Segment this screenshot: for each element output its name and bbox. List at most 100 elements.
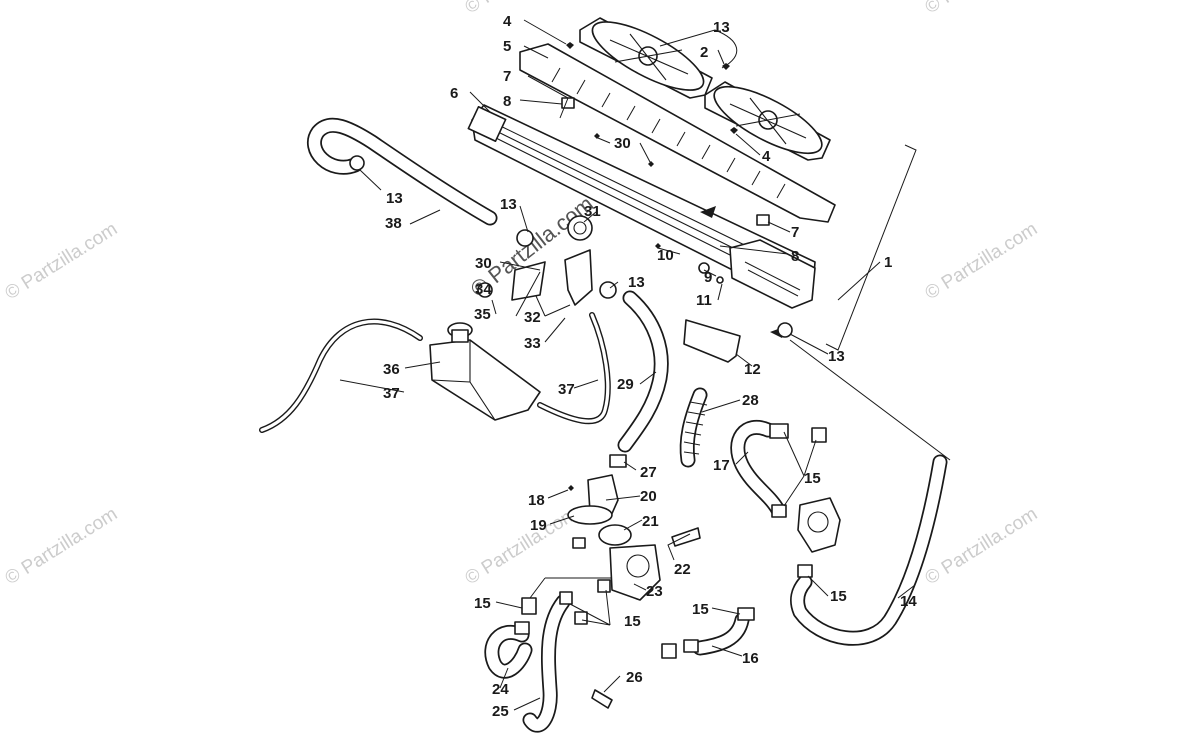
callout-25: 25: [492, 703, 509, 720]
callout-15-right-lower: 15: [830, 588, 847, 605]
clamp-15-b: [597, 579, 611, 593]
callout-13-left: 13: [500, 196, 517, 213]
callout-30-lower: 30: [475, 255, 492, 272]
callout-23: 23: [646, 583, 663, 600]
callout-18: 18: [528, 492, 545, 509]
watermark-text: © Partzilla.com: [2, 219, 122, 305]
clamp-13-left: [516, 229, 534, 247]
callout-28: 29: [617, 376, 634, 393]
clip-26: [591, 689, 613, 709]
clamp-15-d: [771, 504, 787, 518]
callout-20: 20: [640, 488, 657, 505]
watermark-text: © Partzilla.com: [922, 504, 1042, 590]
watermark-text: © Partzilla.com: [2, 504, 122, 590]
callout-29: 28: [742, 392, 759, 409]
radiator-cap-31: [567, 215, 593, 241]
callout-24: 24: [492, 681, 509, 698]
callout-13-right: 13: [828, 348, 845, 365]
callout-5: 5: [503, 38, 511, 55]
callout-4-lower: 4: [762, 148, 771, 165]
watermark-text: © Partzilla.com: [922, 219, 1042, 305]
watermark-text: © Partzilla.com: [922, 0, 1042, 18]
clamp-13-right: [777, 322, 793, 338]
callout-2: 2: [700, 44, 708, 61]
fitting-15-top: [811, 427, 827, 443]
callout-32: 32: [524, 309, 541, 326]
watermark-text: © Partzilla.com: [462, 504, 582, 590]
callout-16: 16: [742, 650, 759, 667]
screw-30-a: [594, 133, 600, 139]
clamp-15-e: [797, 564, 813, 578]
callout-15-center: 15: [624, 613, 641, 630]
screw-30-b: [648, 161, 654, 167]
thermostat-assembly: [514, 454, 701, 709]
fitting-32b: [564, 249, 593, 306]
gasket-19: [567, 505, 613, 525]
callout-8-left: 8: [503, 93, 511, 110]
nut-9: [698, 262, 710, 274]
callout-7-left: 7: [503, 68, 511, 85]
callout-37-left: 37: [383, 385, 400, 402]
hose-group: [259, 117, 948, 733]
shroud-slats: [551, 67, 786, 199]
callout-labels: 13 4 2 5 7 6 8 4 30 1 7 8 10 9 11 12 13 …: [383, 13, 917, 720]
thermostat-21: [598, 524, 632, 546]
clamp-13-center: [599, 281, 617, 299]
radiator-assembly: [467, 17, 836, 363]
callout-9: 9: [704, 269, 712, 286]
callout-38: 38: [385, 215, 402, 232]
callout-6: 6: [450, 85, 458, 102]
clamp-15-f: [769, 423, 789, 439]
callout-22: 22: [674, 561, 691, 578]
callout-3: 13: [713, 19, 730, 36]
leader-lines: [339, 19, 916, 711]
left-end-tank: [467, 105, 507, 143]
callout-27: 27: [640, 464, 657, 481]
callout-31: 31: [584, 203, 601, 220]
watermark-text: © Partzilla.com: [462, 0, 582, 18]
clamp-27: [609, 454, 627, 468]
clamp-15-a: [559, 591, 573, 605]
callout-33: 33: [524, 335, 541, 352]
callout-34: 34: [475, 281, 492, 298]
callout-1: 1: [884, 254, 892, 271]
callout-8-right: 8: [791, 248, 799, 265]
pump-fitting-right: [661, 423, 841, 659]
callout-37-right: 37: [558, 381, 575, 398]
right-tank-ribs: [744, 261, 801, 297]
callout-30-upper: 30: [614, 135, 631, 152]
fitting-15-left: [521, 597, 537, 615]
callout-4-upper: 4: [503, 13, 512, 30]
reservoir-tank-36: [429, 339, 541, 421]
bracket-12: [683, 319, 741, 363]
clamp-15-c: [574, 611, 588, 625]
callout-15-right-upper: 15: [804, 470, 821, 487]
cooling-fan-upper: [579, 17, 713, 99]
screw-18: [568, 485, 574, 491]
callout-21: 21: [642, 513, 659, 530]
callout-15-lower: 15: [692, 601, 709, 618]
callout-7-right: 7: [791, 224, 799, 241]
callout-26: 26: [626, 669, 643, 686]
cooling-fan-lower: [704, 81, 831, 161]
washer-11: [716, 276, 724, 284]
grommet-8-left: [561, 97, 575, 109]
clamp-15-g: [737, 607, 755, 621]
leader-14-top: [789, 339, 951, 461]
sensor-22: [671, 527, 701, 547]
screw-10: [655, 243, 661, 249]
callout-13-center: 13: [628, 274, 645, 291]
right-end-tank: [729, 239, 816, 309]
callout-12: 12: [744, 361, 761, 378]
grommet-7-right: [756, 214, 770, 226]
housing-23: [609, 544, 661, 601]
clamp-34: [477, 282, 493, 298]
coolant-reservoir: [349, 155, 793, 421]
bracket-32: [511, 261, 546, 301]
screw-4-lower: [730, 127, 738, 134]
flow-arrow-upper: [700, 206, 716, 218]
callout-35: 35: [474, 306, 491, 323]
callout-10: 10: [657, 247, 674, 264]
